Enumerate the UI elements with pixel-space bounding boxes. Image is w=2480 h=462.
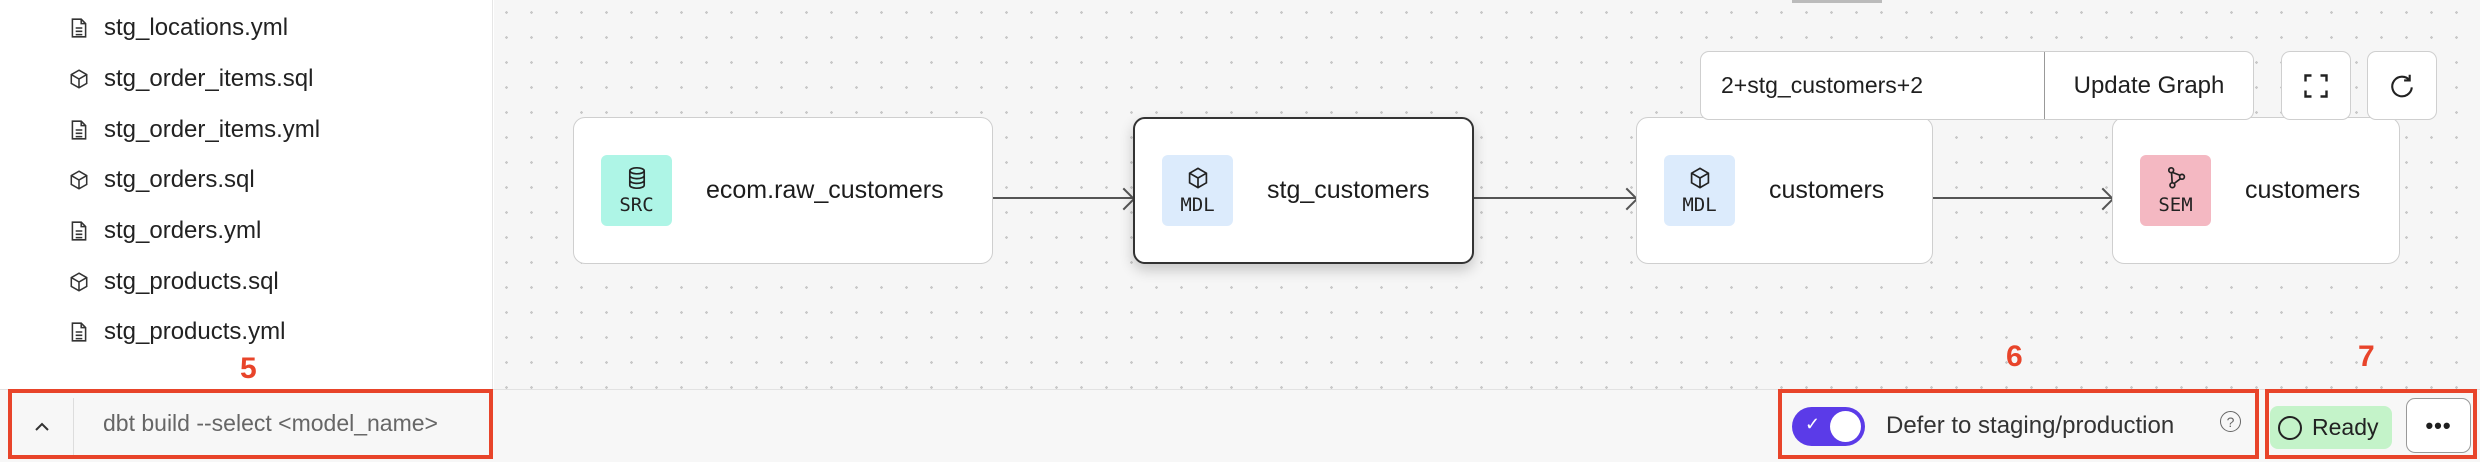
update-graph-button[interactable]: Update Graph xyxy=(2044,52,2253,119)
annotation-label-7: 7 xyxy=(2358,340,2375,373)
file-icon xyxy=(71,18,87,38)
tab-indicator xyxy=(1792,0,1882,3)
edge xyxy=(1474,197,1636,199)
annotation-box-5 xyxy=(8,389,493,459)
status-circle-icon xyxy=(2278,415,2302,440)
file-item[interactable]: stg_orders.sql xyxy=(68,160,255,200)
file-item[interactable]: stg_locations.yml xyxy=(68,8,288,48)
sem-badge: SEM xyxy=(2140,155,2211,226)
file-item[interactable]: stg_products.sql xyxy=(68,262,279,302)
node-label: ecom.raw_customers xyxy=(706,176,944,204)
src-badge: SRC xyxy=(601,155,672,226)
selector-input[interactable]: 2+stg_customers+2 xyxy=(1721,72,1924,98)
chevron-up-icon xyxy=(34,422,49,431)
node-label: customers xyxy=(2245,176,2361,204)
file-explorer: stg_locations.yml stg_order_items.sql st… xyxy=(0,0,493,389)
status-badge: Ready xyxy=(2270,406,2392,449)
command-input[interactable]: dbt build --select <model_name> xyxy=(103,410,438,436)
refresh-icon xyxy=(2391,74,2413,97)
more-options-button[interactable]: ••• xyxy=(2406,398,2471,453)
annotation-label-6: 6 xyxy=(2006,340,2023,373)
file-item[interactable]: stg_order_items.yml xyxy=(68,110,320,150)
annotation-box-7 xyxy=(2265,389,2477,459)
check-icon: ✓ xyxy=(1805,414,1821,434)
mdl-badge: MDL xyxy=(1664,155,1735,226)
file-item[interactable]: stg_order_items.sql xyxy=(68,59,313,99)
file-item[interactable]: stg_orders.yml xyxy=(68,211,261,251)
semantic-graph-icon xyxy=(2167,166,2185,188)
graph-node-semantic[interactable]: SEM customers xyxy=(2112,117,2400,264)
edge xyxy=(993,197,1133,199)
graph-node-model[interactable]: MDL customers xyxy=(1636,117,1933,264)
defer-label: Defer to staging/production xyxy=(1886,412,2175,439)
graph-node-selected[interactable]: MDL stg_customers xyxy=(1133,117,1474,264)
file-icon xyxy=(71,221,87,241)
node-label: customers xyxy=(1769,176,1885,204)
cube-icon xyxy=(1690,166,1709,189)
file-icon xyxy=(71,322,87,342)
annotation-label-5: 5 xyxy=(240,352,257,385)
fullscreen-icon xyxy=(2304,73,2328,98)
expand-button[interactable] xyxy=(10,398,74,456)
cube-icon xyxy=(70,170,88,190)
command-bar: dbt build --select <model_name> ✓ Defer … xyxy=(0,389,2480,462)
cube-icon xyxy=(1188,166,1207,189)
mdl-badge: MDL xyxy=(1162,155,1233,226)
node-label: stg_customers xyxy=(1267,176,1430,204)
graph-selector: 2+stg_customers+2 Update Graph xyxy=(1700,51,2254,120)
help-icon[interactable]: ? xyxy=(2220,411,2241,432)
graph-node-source[interactable]: SRC ecom.raw_customers xyxy=(573,117,993,264)
cube-icon xyxy=(70,69,88,89)
cube-icon xyxy=(70,272,88,292)
refresh-button[interactable] xyxy=(2367,51,2437,120)
fullscreen-button[interactable] xyxy=(2281,51,2351,120)
file-icon xyxy=(71,120,87,140)
defer-toggle[interactable]: ✓ xyxy=(1792,407,1865,446)
database-icon xyxy=(628,166,645,189)
annotation-box-6 xyxy=(1778,389,2259,459)
file-item[interactable]: stg_products.yml xyxy=(68,312,285,352)
edge xyxy=(1933,197,2112,199)
